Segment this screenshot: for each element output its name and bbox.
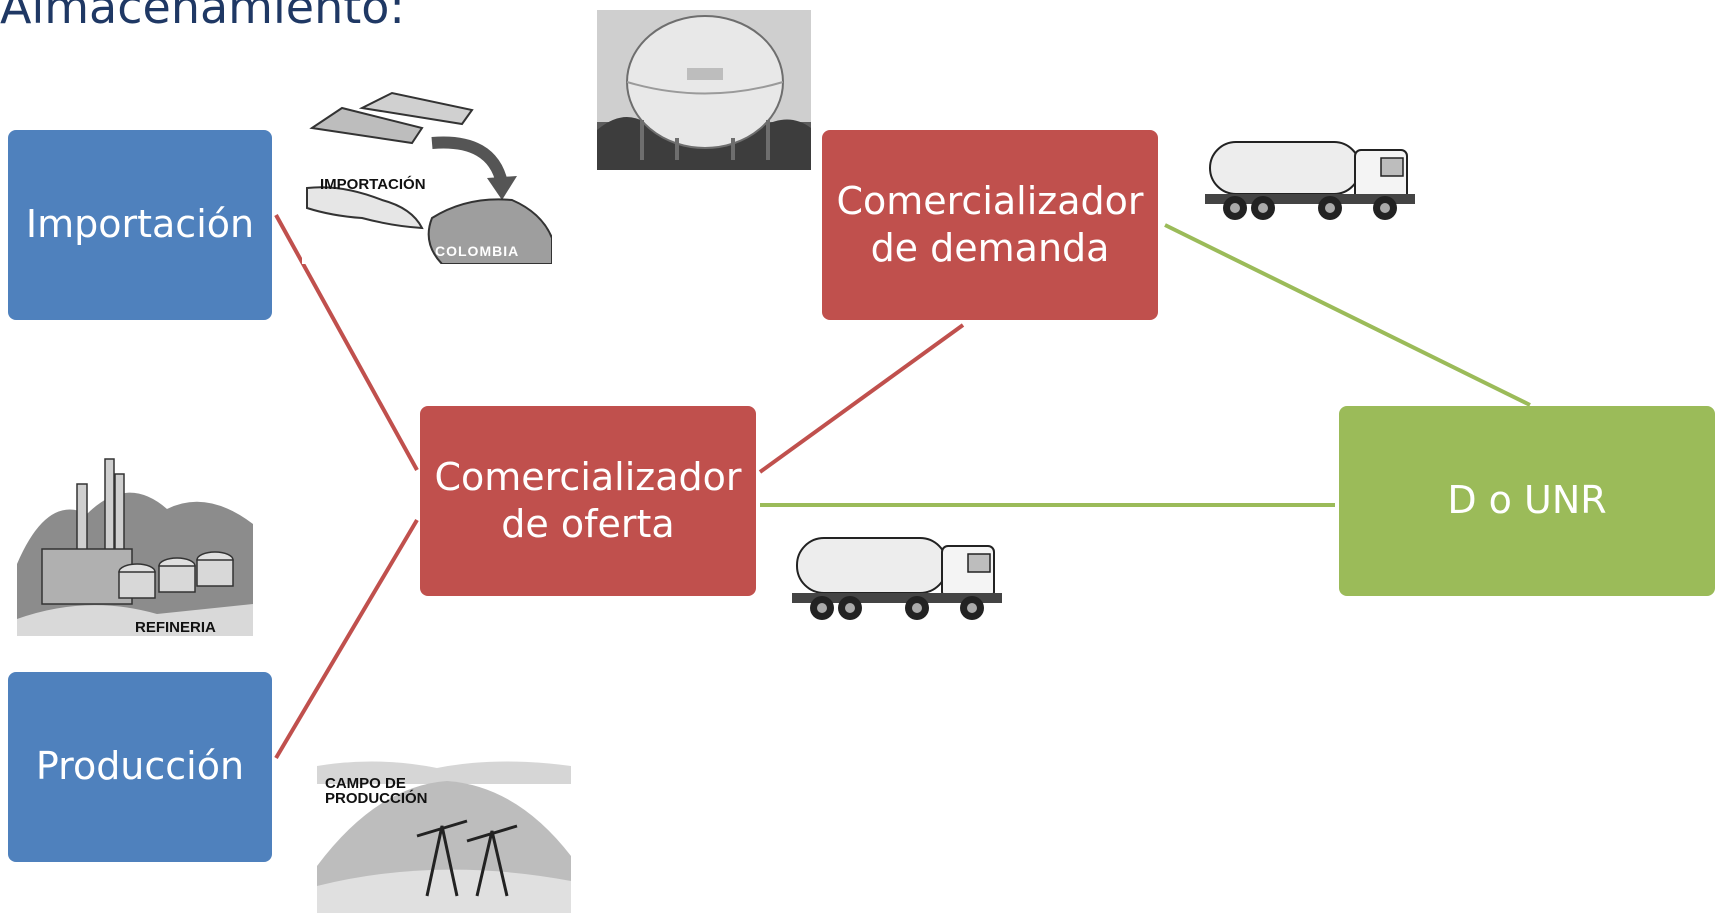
campo-picture-label-2: PRODUCCIÓN [325, 789, 428, 807]
connector-oferta-demanda [758, 323, 965, 474]
connector-importacion-oferta [274, 214, 419, 471]
node-importacion[interactable]: Importación [8, 130, 272, 320]
node-produccion-label: Producción [35, 744, 245, 789]
storage-sphere-picture [597, 10, 811, 170]
node-comercializador-demanda[interactable]: Comercializador de demanda [822, 130, 1158, 320]
connector-demanda-unr [1164, 223, 1531, 407]
connector-produccion-oferta [274, 518, 419, 760]
refineria-picture-label: REFINERIA [135, 619, 216, 636]
refineria-picture: REFINERIA [17, 454, 253, 636]
campo-produccion-picture: CAMPO DE PRODUCCIÓN [317, 756, 571, 913]
page-title: Almacenamiento: [0, 0, 405, 34]
truck-icon [1205, 122, 1427, 227]
import-ships-picture: IMPORTACIÓN COLOMBIA [302, 88, 552, 264]
node-produccion[interactable]: Producción [8, 672, 272, 862]
colombia-picture-label: COLOMBIA [435, 243, 519, 259]
node-comercializador-demanda-label: Comercializador de demanda [836, 178, 1144, 271]
node-comercializador-oferta-label: Comercializador de oferta [434, 454, 742, 547]
campo-picture-label-1: CAMPO DE [325, 775, 406, 792]
node-d-o-unr[interactable]: D o UNR [1339, 406, 1715, 596]
node-importacion-label: Importación [25, 202, 255, 247]
importacion-picture-label: IMPORTACIÓN [320, 175, 426, 193]
truck-icon [792, 518, 1014, 628]
node-d-o-unr-label: D o UNR [1447, 478, 1607, 523]
node-comercializador-oferta[interactable]: Comercializador de oferta [420, 406, 756, 596]
